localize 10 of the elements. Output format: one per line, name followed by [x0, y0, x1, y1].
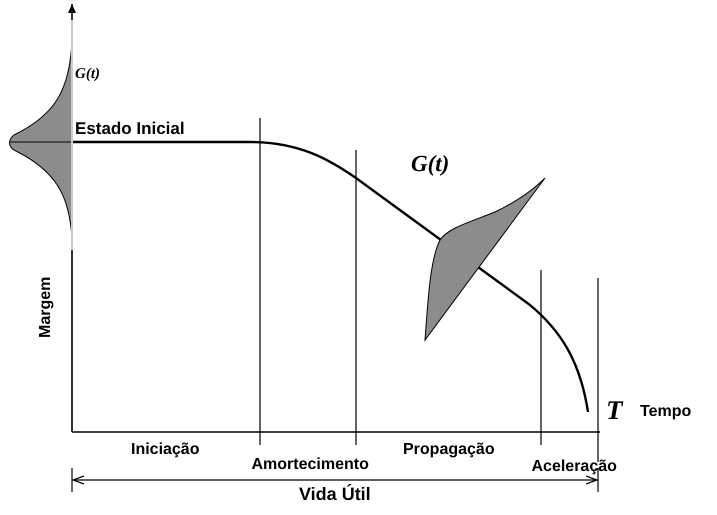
function-label: G(t) [75, 67, 100, 82]
axis-label: Margem [38, 276, 54, 338]
axis-label: T [606, 397, 622, 424]
phase-label: Iniciação [131, 442, 200, 458]
function-label: G(t) [411, 152, 450, 175]
axis-label: Tempo [640, 404, 692, 420]
phase-label: Aceleração [532, 459, 617, 475]
phase-label: Amortecimento [252, 457, 369, 473]
phase-label: Propagação [403, 442, 495, 458]
state-label: Estado Inicial [75, 120, 185, 137]
